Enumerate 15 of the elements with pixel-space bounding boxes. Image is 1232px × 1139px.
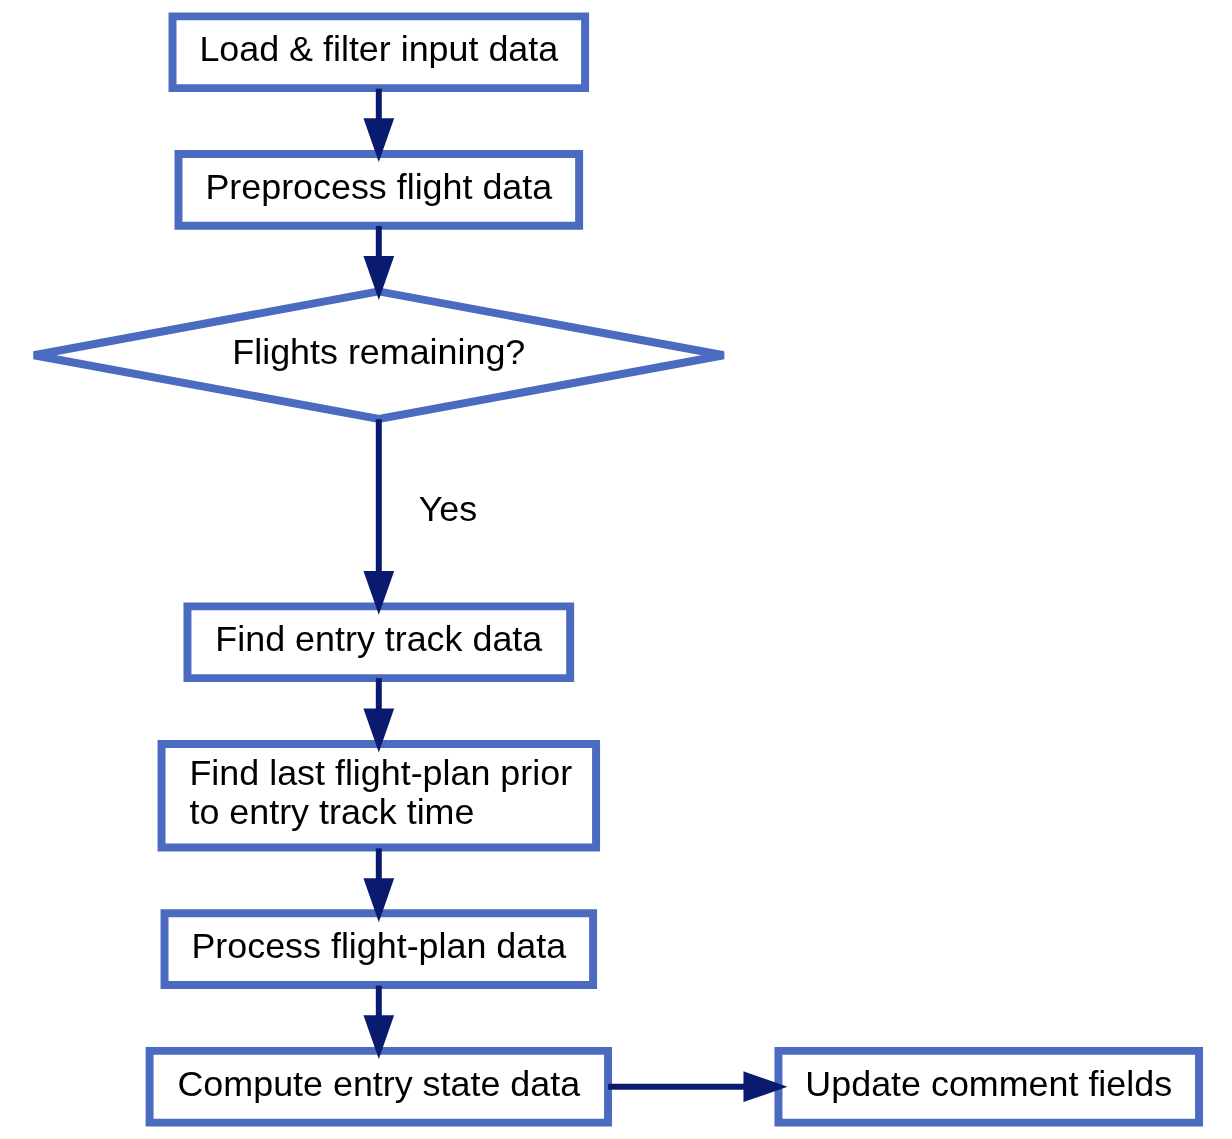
node-box: Preprocess flight data <box>174 149 583 230</box>
arrow <box>362 226 394 301</box>
node-box: Compute entry state data <box>145 1046 612 1127</box>
node-box: Load & filter input data <box>168 12 589 93</box>
node-box: Find last flight-plan prior to entry track time <box>157 739 600 852</box>
edge-label: Yes <box>418 489 477 530</box>
arrow <box>362 419 394 615</box>
node-box: Process flight-plan data <box>160 909 597 990</box>
node-box: Update comment fields <box>773 1046 1203 1127</box>
node-box: Find entry track data <box>182 602 574 683</box>
arrow <box>362 678 394 753</box>
arrow <box>607 1071 787 1103</box>
arrow <box>362 848 394 923</box>
arrow <box>362 88 394 163</box>
arrow <box>362 985 394 1060</box>
